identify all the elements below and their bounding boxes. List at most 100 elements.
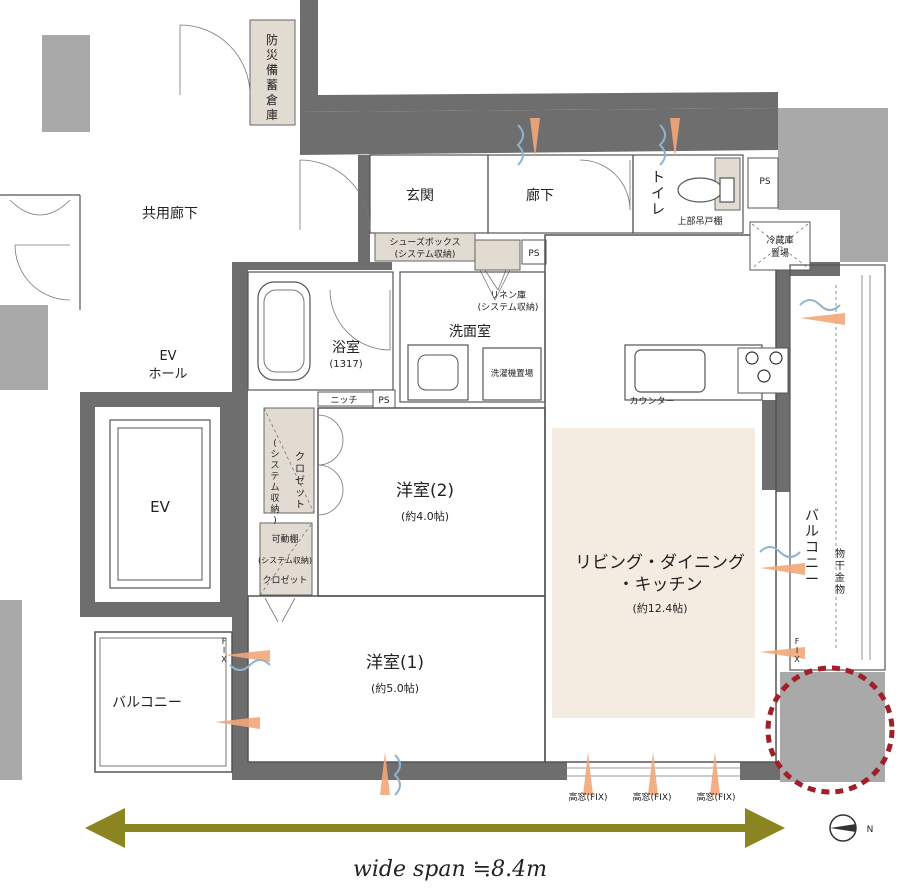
- toilet-tank: [719, 177, 735, 203]
- svg-text:ト: ト: [295, 500, 305, 511]
- label-sentaku: 洗濯機置場: [491, 368, 534, 379]
- wall-shoe-bottom: [232, 262, 392, 270]
- svg-text:ゼ: ゼ: [295, 475, 305, 487]
- svg-text:物: 物: [835, 547, 845, 560]
- svg-text:防: 防: [266, 32, 278, 47]
- svg-text:X: X: [794, 655, 800, 664]
- airflow-5: [229, 659, 271, 671]
- label-toilet-shelf: 上部吊戸棚: [677, 215, 722, 227]
- wall-left-upper: [232, 262, 248, 762]
- wall-ev-top: [80, 392, 235, 407]
- label-ldk-2: ・キッチン: [618, 575, 703, 595]
- vent-bottom-4: [710, 752, 720, 795]
- svg-text:納: 納: [270, 503, 279, 515]
- label-closet-room1: クロゼット: [262, 574, 307, 586]
- label-fridge-2: 置場: [771, 247, 789, 259]
- svg-text:X: X: [221, 655, 227, 664]
- label-kadoudana: 可動棚: [271, 533, 298, 545]
- svg-text:備: 備: [266, 62, 278, 77]
- svg-text:コ: コ: [805, 540, 819, 556]
- airflow-4: [759, 546, 801, 558]
- ev-shaft: [109, 419, 211, 589]
- closet-room2-label: ク ロ ゼ ッ ト ( シ ス テ ム 収 納 ): [270, 439, 305, 526]
- toilet-label: ト イ レ: [651, 170, 665, 218]
- label-ps-mid: PS: [528, 249, 539, 259]
- svg-text:蓄: 蓄: [266, 78, 278, 92]
- svg-text:ク: ク: [295, 451, 305, 463]
- label-ps-top: PS: [759, 177, 770, 187]
- wall-top-exterior: [300, 0, 778, 112]
- svg-text:F: F: [795, 637, 800, 646]
- vent-right-2: [760, 563, 805, 575]
- wall-ev-bottom: [80, 602, 235, 617]
- column-bottom-right: [780, 672, 885, 782]
- span-arrow-right: [745, 808, 785, 848]
- vent-right-1: [800, 313, 845, 325]
- label-takamado-3: 高窓(FIX): [696, 791, 735, 803]
- label-ldk-1: リビング・ダイニング: [575, 553, 745, 573]
- balcony-east: [789, 264, 886, 671]
- svg-text:ル: ル: [805, 524, 819, 540]
- label-room1-1: 洋室(1): [366, 653, 424, 673]
- highlight-circle: [765, 665, 895, 795]
- label-ev-hall-2: ホール: [148, 367, 187, 382]
- ev-car: [117, 427, 203, 581]
- svg-text:災: 災: [266, 48, 278, 62]
- label-roka: 廊下: [526, 187, 554, 204]
- svg-text:イ: イ: [651, 186, 665, 202]
- vent-bottom-3: [648, 752, 658, 795]
- svg-text:倉: 倉: [266, 92, 278, 107]
- label-counter: カウンター: [629, 396, 674, 407]
- compass-needle: [830, 824, 856, 832]
- burner-3: [757, 369, 771, 383]
- label-room1-2: (約5.0帖): [371, 681, 419, 695]
- label-room2-1: 洋室(2): [396, 481, 454, 501]
- label-takamado-1: 高窓(FIX): [568, 791, 607, 803]
- label-ev-hall-1: EV: [159, 349, 176, 364]
- svg-text:I: I: [223, 646, 225, 655]
- airflow-1: [516, 124, 524, 166]
- label-fridge-1: 冷蔵庫: [766, 234, 793, 246]
- bath-room: [247, 271, 394, 391]
- svg-text:F: F: [222, 637, 227, 646]
- svg-text:収: 収: [270, 492, 279, 504]
- vent-left-1: [225, 650, 270, 662]
- bathtub: [257, 281, 311, 381]
- svg-text:(: (: [273, 439, 277, 449]
- linen-cabinet: [474, 239, 521, 271]
- compass-n-label: N: [867, 825, 874, 835]
- door-common-left: [14, 244, 71, 301]
- wall-top-exterior-2: [300, 108, 778, 155]
- bosai-label: 防 災 備 蓄 倉 庫: [266, 32, 278, 122]
- label-ps-niche: PS: [378, 396, 389, 406]
- balcony-east-label: バ ル コ ニ ー: [805, 508, 819, 588]
- shoe-box: [374, 232, 476, 262]
- balcony-west-frame: [94, 631, 233, 773]
- column-bottom-left: [0, 600, 22, 780]
- bosai-storage: [249, 19, 296, 126]
- door-common-top: [179, 24, 251, 96]
- burner-2: [769, 351, 783, 365]
- label-niche: ニッチ: [330, 395, 357, 406]
- label-kadoudana-2: (システム収納): [258, 555, 312, 565]
- svg-text:ロ: ロ: [295, 464, 305, 475]
- wall-kitchen-right: [762, 400, 776, 490]
- svg-text:レ: レ: [651, 202, 665, 218]
- toilet-bowl: [677, 177, 723, 203]
- column-mid-left: [0, 305, 48, 390]
- airflow-2: [658, 124, 666, 166]
- kitchen-sink: [634, 349, 706, 393]
- svg-text:ー: ー: [805, 572, 819, 588]
- ps-top: [747, 157, 779, 209]
- svg-text:ム: ム: [270, 482, 279, 493]
- toilet-room: [632, 154, 744, 234]
- label-ev: EV: [150, 498, 170, 516]
- label-room2-2: (約4.0帖): [401, 509, 449, 523]
- label-ldk-3: (約12.4帖): [632, 601, 687, 615]
- vent-left-2: [215, 717, 260, 729]
- svg-text:バ: バ: [805, 508, 819, 524]
- svg-text:庫: 庫: [266, 108, 278, 122]
- washer-space: [482, 347, 542, 401]
- monohoshi-label: 物 干 金 物: [835, 547, 845, 596]
- label-bath-2: (1317): [329, 359, 362, 370]
